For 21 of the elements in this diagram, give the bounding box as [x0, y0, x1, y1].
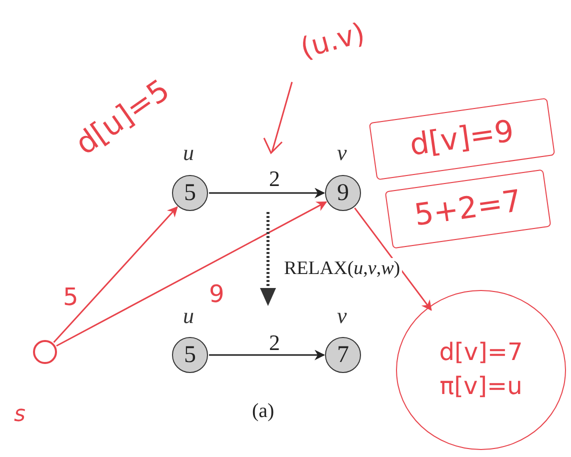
note-oval: d[v]=7 π[v]=u — [396, 290, 566, 450]
caption: (a) — [250, 400, 276, 423]
vertex-circle: 5 — [172, 175, 208, 211]
vertex-circle: 5 — [172, 337, 208, 373]
arrow — [56, 201, 328, 347]
arrow — [53, 206, 178, 343]
node-letter: u — [183, 303, 194, 329]
vertex-circle: 7 — [325, 337, 361, 373]
handwritten-note: (u.v) — [296, 16, 368, 65]
arrow — [209, 188, 326, 198]
arrow — [354, 208, 432, 311]
node-letter: u — [183, 140, 194, 166]
operation-label: RELAX(u,v,w) — [282, 258, 402, 280]
arrow — [209, 350, 326, 360]
note-box: d[v]=9 — [368, 98, 556, 180]
node-letter: v — [337, 303, 347, 329]
vertex-circle: 9 — [325, 175, 361, 211]
node-letter: v — [337, 140, 347, 166]
scribbled-circle — [33, 340, 57, 364]
node-letter: s — [14, 402, 26, 427]
note-box: 5+2=7 — [384, 169, 552, 249]
